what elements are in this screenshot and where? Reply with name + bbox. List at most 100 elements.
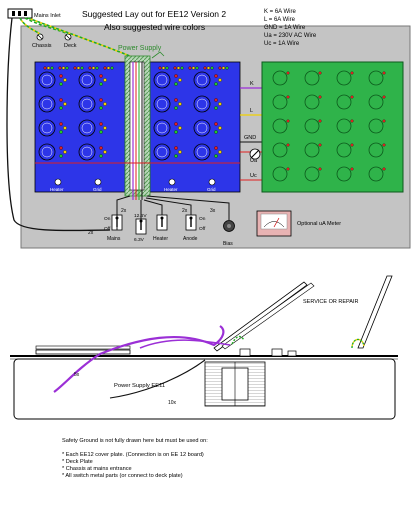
tube-socket: [78, 71, 96, 89]
anode-switch[interactable]: [185, 214, 197, 231]
board-component: [350, 119, 354, 123]
rail-label-uc: Uc: [250, 173, 257, 179]
tube-socket: [153, 95, 171, 113]
indicator-led: [59, 74, 63, 78]
indicator-led: [106, 66, 111, 70]
indicator-led: [214, 74, 218, 78]
tube-socket-ring: [41, 98, 53, 110]
rail-label-ua: Ua: [250, 158, 258, 164]
rail-label-k: K: [250, 81, 254, 87]
indicator-led: [178, 126, 182, 130]
indicator-led: [88, 66, 92, 70]
anode-on-label: On: [199, 216, 206, 222]
ground-wire-chassis-yellow: [19, 17, 41, 35]
indicator-led: [73, 66, 77, 70]
tube-socket-ring: [156, 146, 168, 158]
hinged-board-service: [357, 275, 393, 349]
indicator-led: [103, 66, 107, 70]
indicator-led: [59, 122, 63, 126]
board-component: [286, 119, 290, 123]
indicator-led: [76, 66, 81, 70]
rotary-selector-knob[interactable]: [249, 148, 261, 160]
indicator-led: [174, 106, 178, 110]
deck-ground-terminal: [64, 33, 72, 41]
tube-socket-ring: [196, 146, 208, 158]
green-board-sockets: [272, 70, 386, 182]
panel-label-heater-1: Heater: [50, 187, 64, 192]
indicator-led: [99, 82, 103, 86]
title-line-2: Also suggested wire colors: [104, 22, 205, 32]
tube-socket-ring: [156, 98, 168, 110]
mains-wire-black: [6, 17, 111, 232]
indicator-led: [59, 82, 63, 86]
tube-socket-ring: [196, 98, 208, 110]
board-socket: [272, 94, 288, 110]
indicator-led: [221, 66, 226, 70]
deck-label: Deck: [64, 43, 77, 49]
indicator-led: [218, 102, 222, 106]
tube-socket-ring: [156, 122, 168, 134]
indicator-led: [91, 66, 96, 70]
board-component: [318, 167, 322, 171]
indicator-led: [178, 150, 182, 154]
indicator-led: [65, 66, 69, 70]
tube-socket: [78, 95, 96, 113]
heater-switch[interactable]: [156, 214, 168, 231]
switch-wire-heater-2: [143, 199, 163, 215]
board-component: [382, 71, 386, 75]
indicator-led: [63, 150, 67, 154]
indicator-led: [188, 66, 192, 70]
switch-wire-anode: [145, 197, 192, 215]
indicator-led: [99, 122, 103, 126]
board-socket: [272, 166, 288, 182]
board-stack-left: [35, 349, 131, 355]
mains-inlet-label: Mains Inlet: [34, 13, 61, 19]
board-socket: [368, 70, 384, 86]
board-component: [286, 167, 290, 171]
indicator-led: [63, 126, 67, 130]
tube-socket: [38, 119, 56, 137]
indicator-led: [225, 66, 229, 70]
tube-socket: [38, 95, 56, 113]
panel-label-grid-2: Grid: [207, 187, 216, 192]
indicator-led: [99, 106, 103, 110]
wire-count-3: 2x: [182, 208, 188, 214]
heater-voltage-switch[interactable]: [135, 218, 147, 235]
board-component: [286, 71, 290, 75]
indicator-led: [59, 154, 63, 158]
side-wire-black: [109, 359, 206, 399]
tube-socket-ring: [196, 74, 208, 86]
indicator-led: [80, 66, 84, 70]
indicator-led: [161, 66, 166, 70]
board-stack-left-top: [35, 345, 131, 350]
board-component: [350, 167, 354, 171]
panel-terminals: [54, 178, 216, 186]
indicator-led: [195, 66, 199, 70]
indicator-led: [173, 66, 177, 70]
rail-label-gnd: GND: [244, 135, 256, 141]
indicator-led: [178, 78, 182, 82]
indicator-led: [214, 98, 218, 102]
side-wire-green: [231, 335, 245, 345]
indicator-led: [165, 66, 169, 70]
board-socket: [304, 70, 320, 86]
board-socket: [368, 94, 384, 110]
tube-socket-ring: [81, 98, 93, 110]
indicator-led: [203, 66, 207, 70]
side-wire-purple: [53, 325, 225, 393]
board-component: [318, 95, 322, 99]
indicator-led: [174, 98, 178, 102]
board-component: [382, 119, 386, 123]
board-component: [382, 167, 386, 171]
indicator-led: [63, 78, 67, 82]
tube-socket: [38, 71, 56, 89]
service-label: SERVICE OR REPAIR: [303, 299, 358, 305]
board-socket: [368, 118, 384, 134]
bias-knob[interactable]: [223, 220, 235, 232]
tube-socket: [38, 143, 56, 161]
tube-socket: [153, 119, 171, 137]
heater-switch-label: Heater: [153, 236, 168, 242]
indicator-led: [61, 66, 66, 70]
wire-count-2: 2x: [121, 208, 127, 214]
